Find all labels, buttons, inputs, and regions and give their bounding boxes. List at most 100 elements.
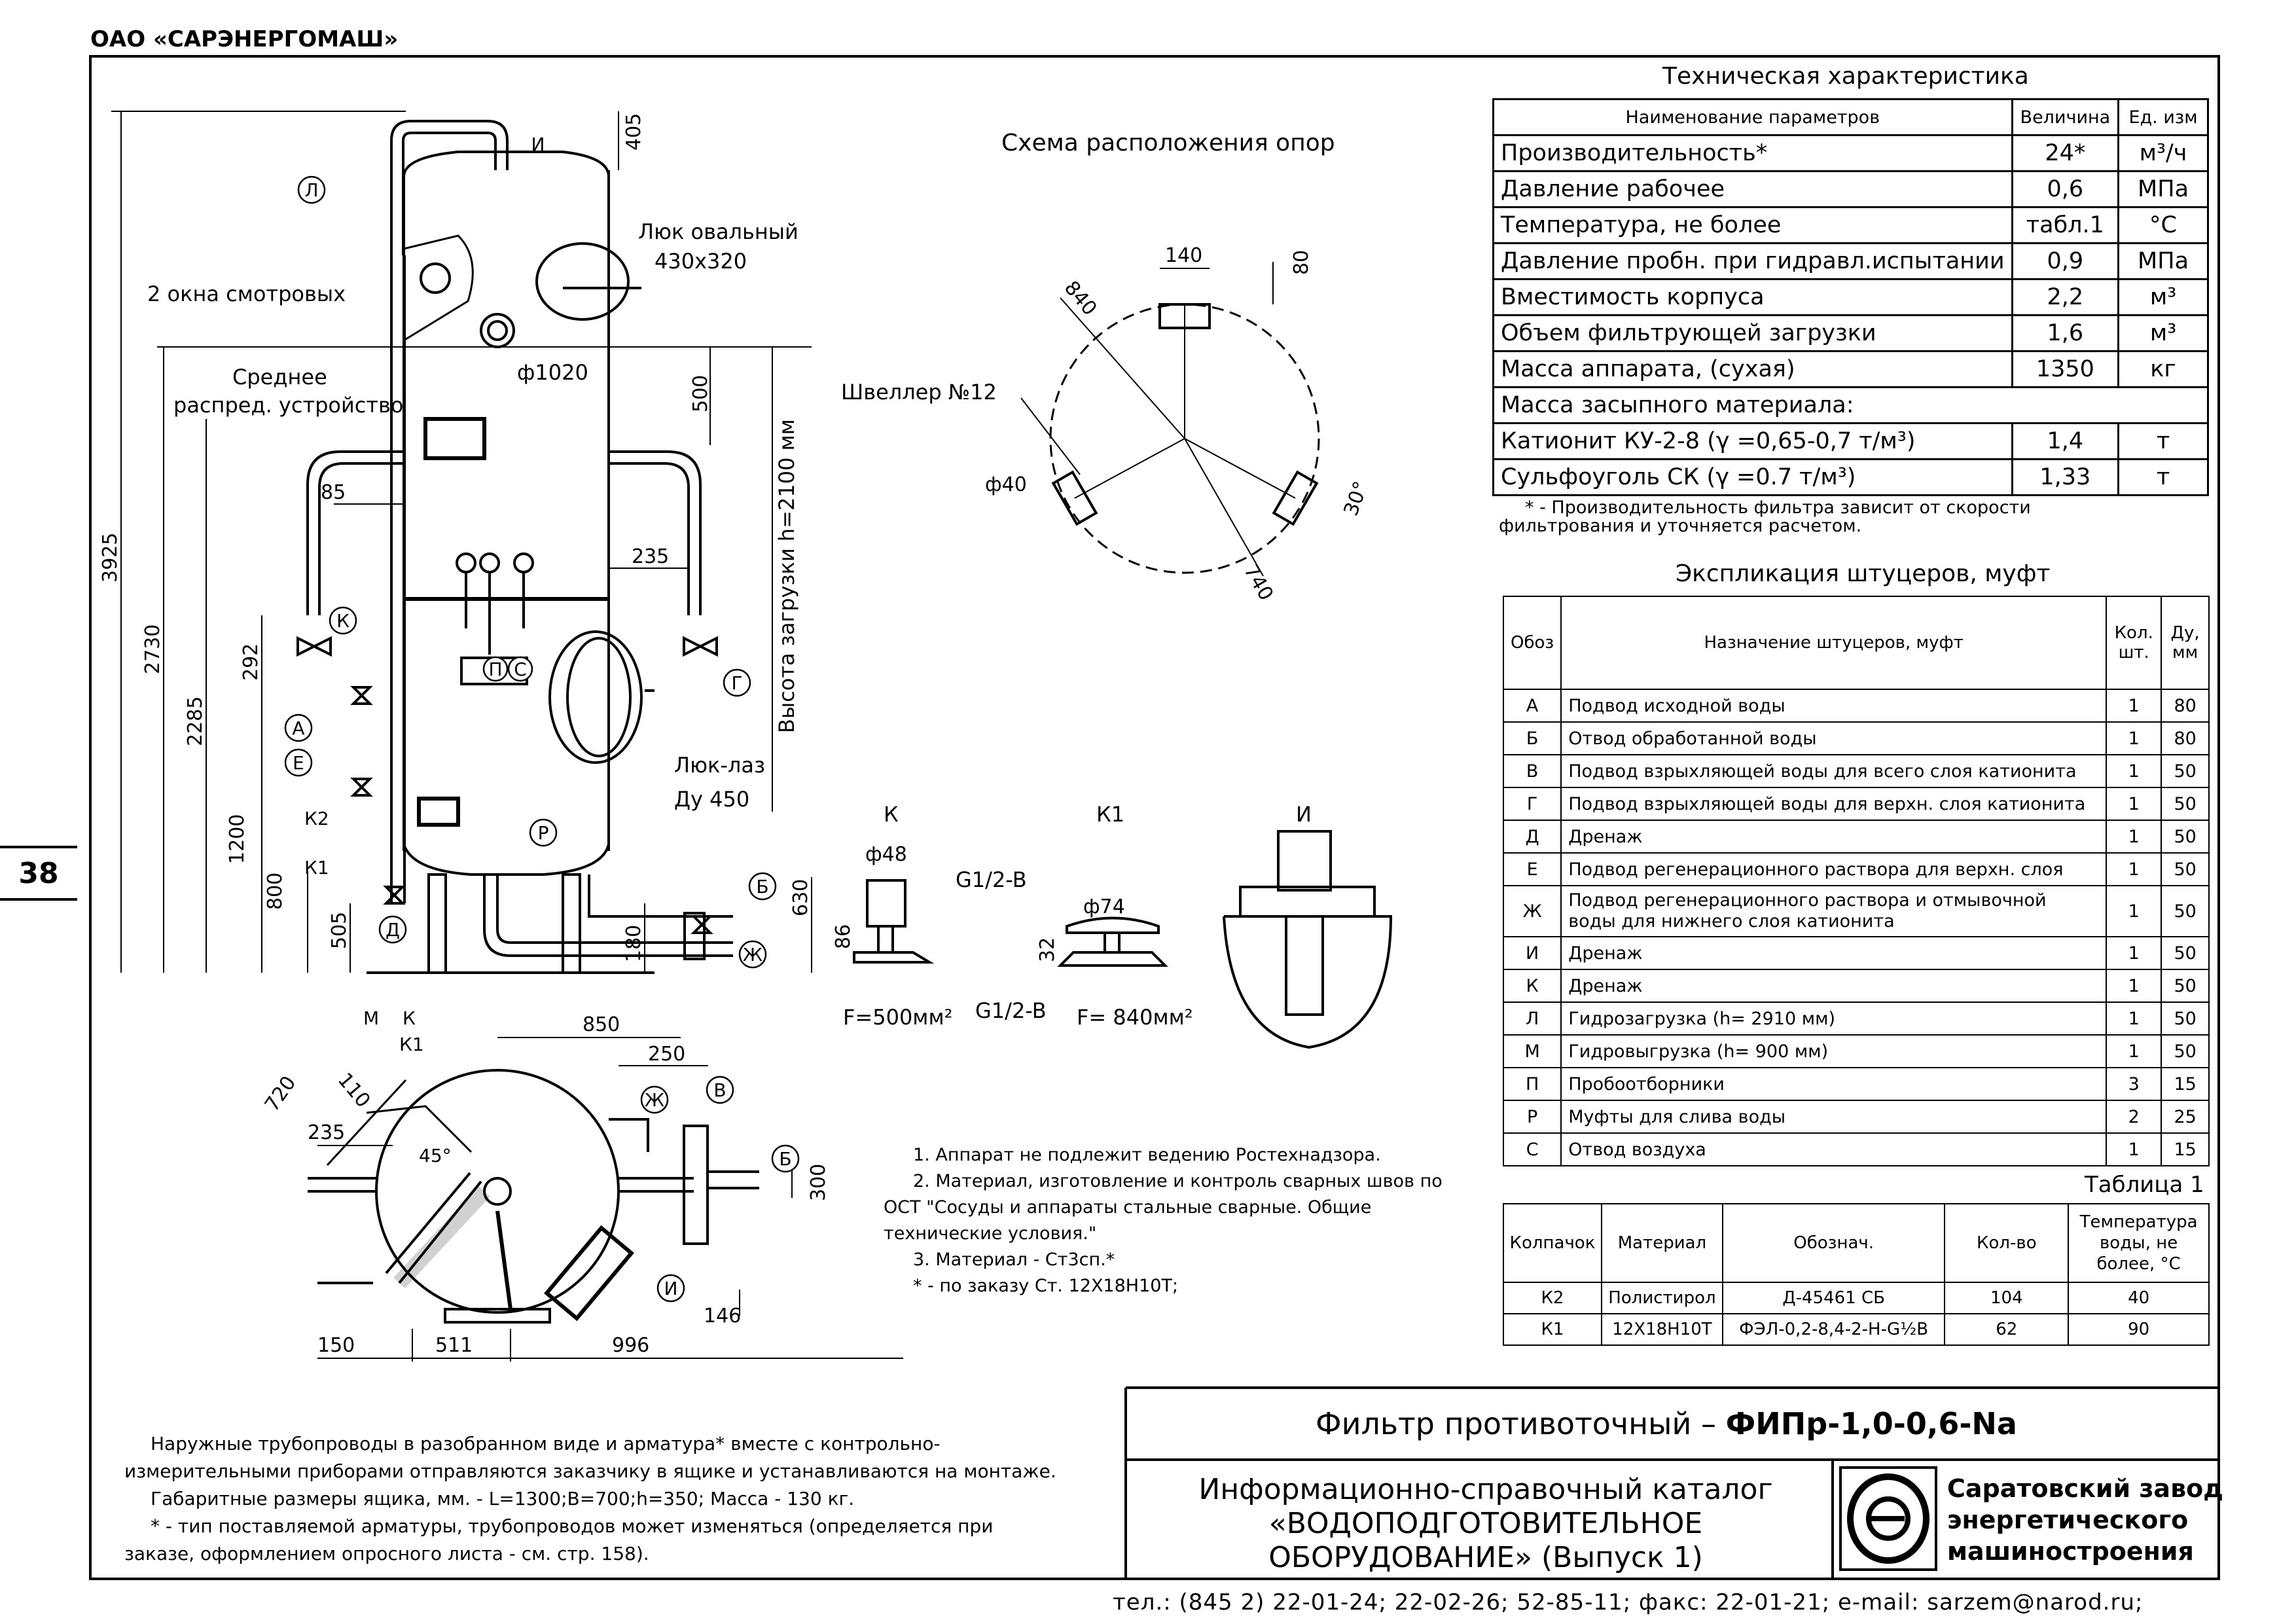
svg-text:150: 150 xyxy=(317,1334,355,1357)
ex-cell: 25 xyxy=(2161,1100,2210,1134)
t1-cell: 104 xyxy=(1944,1282,2070,1314)
svg-text:К1: К1 xyxy=(304,857,329,878)
page-number: 38 xyxy=(0,846,77,901)
ex-cell: 1 xyxy=(2106,820,2162,854)
sheet-frame xyxy=(89,55,2220,1580)
product-code: ФИПр-1,0-0,6-Na xyxy=(1725,1406,2017,1441)
svg-text:Схема расположения опор: Схема расположения опор xyxy=(1001,130,1335,156)
tech-cell: м³ xyxy=(2117,314,2209,352)
filter-elevation-view xyxy=(296,120,733,974)
svg-text:К1: К1 xyxy=(399,1034,424,1055)
ex-cell: 50 xyxy=(2161,1001,2210,1036)
svg-text:Л: Л xyxy=(304,179,318,201)
svg-text:G1/2-B: G1/2-B xyxy=(956,867,1027,892)
svg-text:Р: Р xyxy=(538,822,549,844)
svg-text:32: 32 xyxy=(1036,937,1059,962)
svg-text:Среднее: Среднее xyxy=(232,365,327,389)
svg-text:Люк овальный: Люк овальный xyxy=(638,219,798,244)
svg-text:И: И xyxy=(531,134,545,155)
ex-cell: 1 xyxy=(2106,754,2162,788)
ex-cell: 80 xyxy=(2161,721,2210,755)
svg-text:П: П xyxy=(488,659,502,680)
ex-header: Кол. шт. xyxy=(2106,596,2162,690)
note-line: ОСТ "Сосуды и аппараты стальные сварные.… xyxy=(884,1197,1372,1218)
svg-text:405: 405 xyxy=(622,113,645,151)
ex-cell: К xyxy=(1502,969,1562,1003)
t1-header: Материал xyxy=(1600,1203,1723,1283)
ex-cell: Подвод регенерационного раствора и отмыв… xyxy=(1560,885,2108,937)
svg-text:800: 800 xyxy=(264,873,287,910)
ex-cell: Муфты для слива воды xyxy=(1560,1100,2108,1134)
ex-cell: П xyxy=(1502,1067,1562,1101)
svg-text:F=500мм²: F=500мм² xyxy=(843,1005,952,1030)
note-line: 3. Материал - Ст3сп.* xyxy=(913,1250,1115,1270)
t1-header: Температура воды, не более, °С xyxy=(2068,1203,2210,1283)
svg-text:511: 511 xyxy=(435,1334,473,1357)
svg-text:Е: Е xyxy=(293,752,304,774)
tech-header-param: Наименование параметров xyxy=(1492,98,2013,136)
tech-cell: 1,4 xyxy=(2011,422,2120,460)
ex-cell: Подвод взрыхляющей воды для всего слоя к… xyxy=(1560,754,2108,788)
ex-cell: 1 xyxy=(2106,1034,2162,1068)
notes-block: 1. Аппарат не подлежит ведению Ростехнад… xyxy=(884,1142,1460,1299)
t1-cell: Д-45461 СБ xyxy=(1721,1282,1946,1314)
ex-cell: Гидровыгрузка (h= 900 мм) xyxy=(1560,1034,2108,1068)
svg-text:30°: 30° xyxy=(1340,478,1373,519)
tech-cell: Масса аппарата, (сухая) xyxy=(1492,350,2013,388)
title-block-frame xyxy=(1124,1386,2219,1579)
explication-title: Экспликация штуцеров, муфт xyxy=(1676,560,2051,587)
tech-footnote: * - Производительность фильтра зависит о… xyxy=(1499,497,2031,536)
ex-cell: 1 xyxy=(2106,852,2162,886)
svg-text:G1/2-B: G1/2-B xyxy=(975,998,1047,1023)
tech-cell: Температура, не более xyxy=(1492,206,2013,244)
svg-text:110: 110 xyxy=(333,1069,375,1112)
tech-cell: 1,33 xyxy=(2011,458,2120,496)
note-line: * - тип поставляемой арматуры, трубопров… xyxy=(151,1515,994,1537)
svg-text:С: С xyxy=(514,659,527,680)
svg-text:Швеллер №12: Швеллер №12 xyxy=(841,380,997,405)
svg-text:И: И xyxy=(1296,802,1312,827)
ex-cell: 50 xyxy=(2161,820,2210,854)
svg-text:2285: 2285 xyxy=(184,696,207,746)
ex-cell: Дренаж xyxy=(1560,969,2108,1003)
svg-text:840: 840 xyxy=(1060,277,1102,320)
svg-text:Ж: Ж xyxy=(743,944,762,965)
t1-cell: К2 xyxy=(1503,1282,1602,1314)
cap-view-texts: К К1 И ф48 G1/2-B 86 F=500мм² ф74 32 G1/… xyxy=(832,802,1312,1030)
tech-cell: м³ xyxy=(2117,278,2209,316)
tech-cell: МПа xyxy=(2117,242,2209,280)
t1-cell: К1 xyxy=(1503,1313,1602,1346)
svg-text:М: М xyxy=(363,1007,379,1029)
t1-cell: 90 xyxy=(2068,1313,2210,1346)
ex-cell: 1 xyxy=(2106,885,2162,937)
ex-cell: 50 xyxy=(2161,885,2210,937)
svg-text:К1: К1 xyxy=(1096,802,1124,827)
t1-cell: 40 xyxy=(2068,1282,2210,1314)
ex-cell: Отвод обработанной воды xyxy=(1560,721,2108,755)
t1-header: Кол-во xyxy=(1944,1203,2070,1283)
svg-text:300: 300 xyxy=(807,1164,830,1201)
supports-scheme xyxy=(1020,262,1320,577)
svg-text:740: 740 xyxy=(1239,561,1278,605)
ex-header: Назначение штуцеров, муфт xyxy=(1560,596,2108,690)
svg-text:2730: 2730 xyxy=(141,624,164,674)
ex-cell: И xyxy=(1502,936,1562,970)
tech-cell: Вместимость корпуса xyxy=(1492,278,2013,316)
ex-header: Обоз xyxy=(1502,596,1562,690)
svg-text:В: В xyxy=(713,1079,726,1101)
tech-cell: Давление рабочее xyxy=(1492,170,2013,208)
elevation-dimension-texts: 405 500 85 235 3925 2730 2285 292 1200 8… xyxy=(99,113,812,962)
svg-text:1200: 1200 xyxy=(226,814,249,864)
elevation-dimension-lines xyxy=(111,111,812,973)
svg-text:45°: 45° xyxy=(419,1145,452,1166)
ex-cell: 1 xyxy=(2106,969,2162,1003)
ex-cell: Подвод исходной воды xyxy=(1560,689,2108,723)
product-prefix: Фильтр противоточный – xyxy=(1316,1406,1726,1441)
ex-cell: 50 xyxy=(2161,969,2210,1003)
svg-text:292: 292 xyxy=(240,643,262,681)
filter-plan-view xyxy=(308,1069,759,1324)
ex-cell: Е xyxy=(1502,852,1562,886)
svg-text:85: 85 xyxy=(321,481,346,504)
